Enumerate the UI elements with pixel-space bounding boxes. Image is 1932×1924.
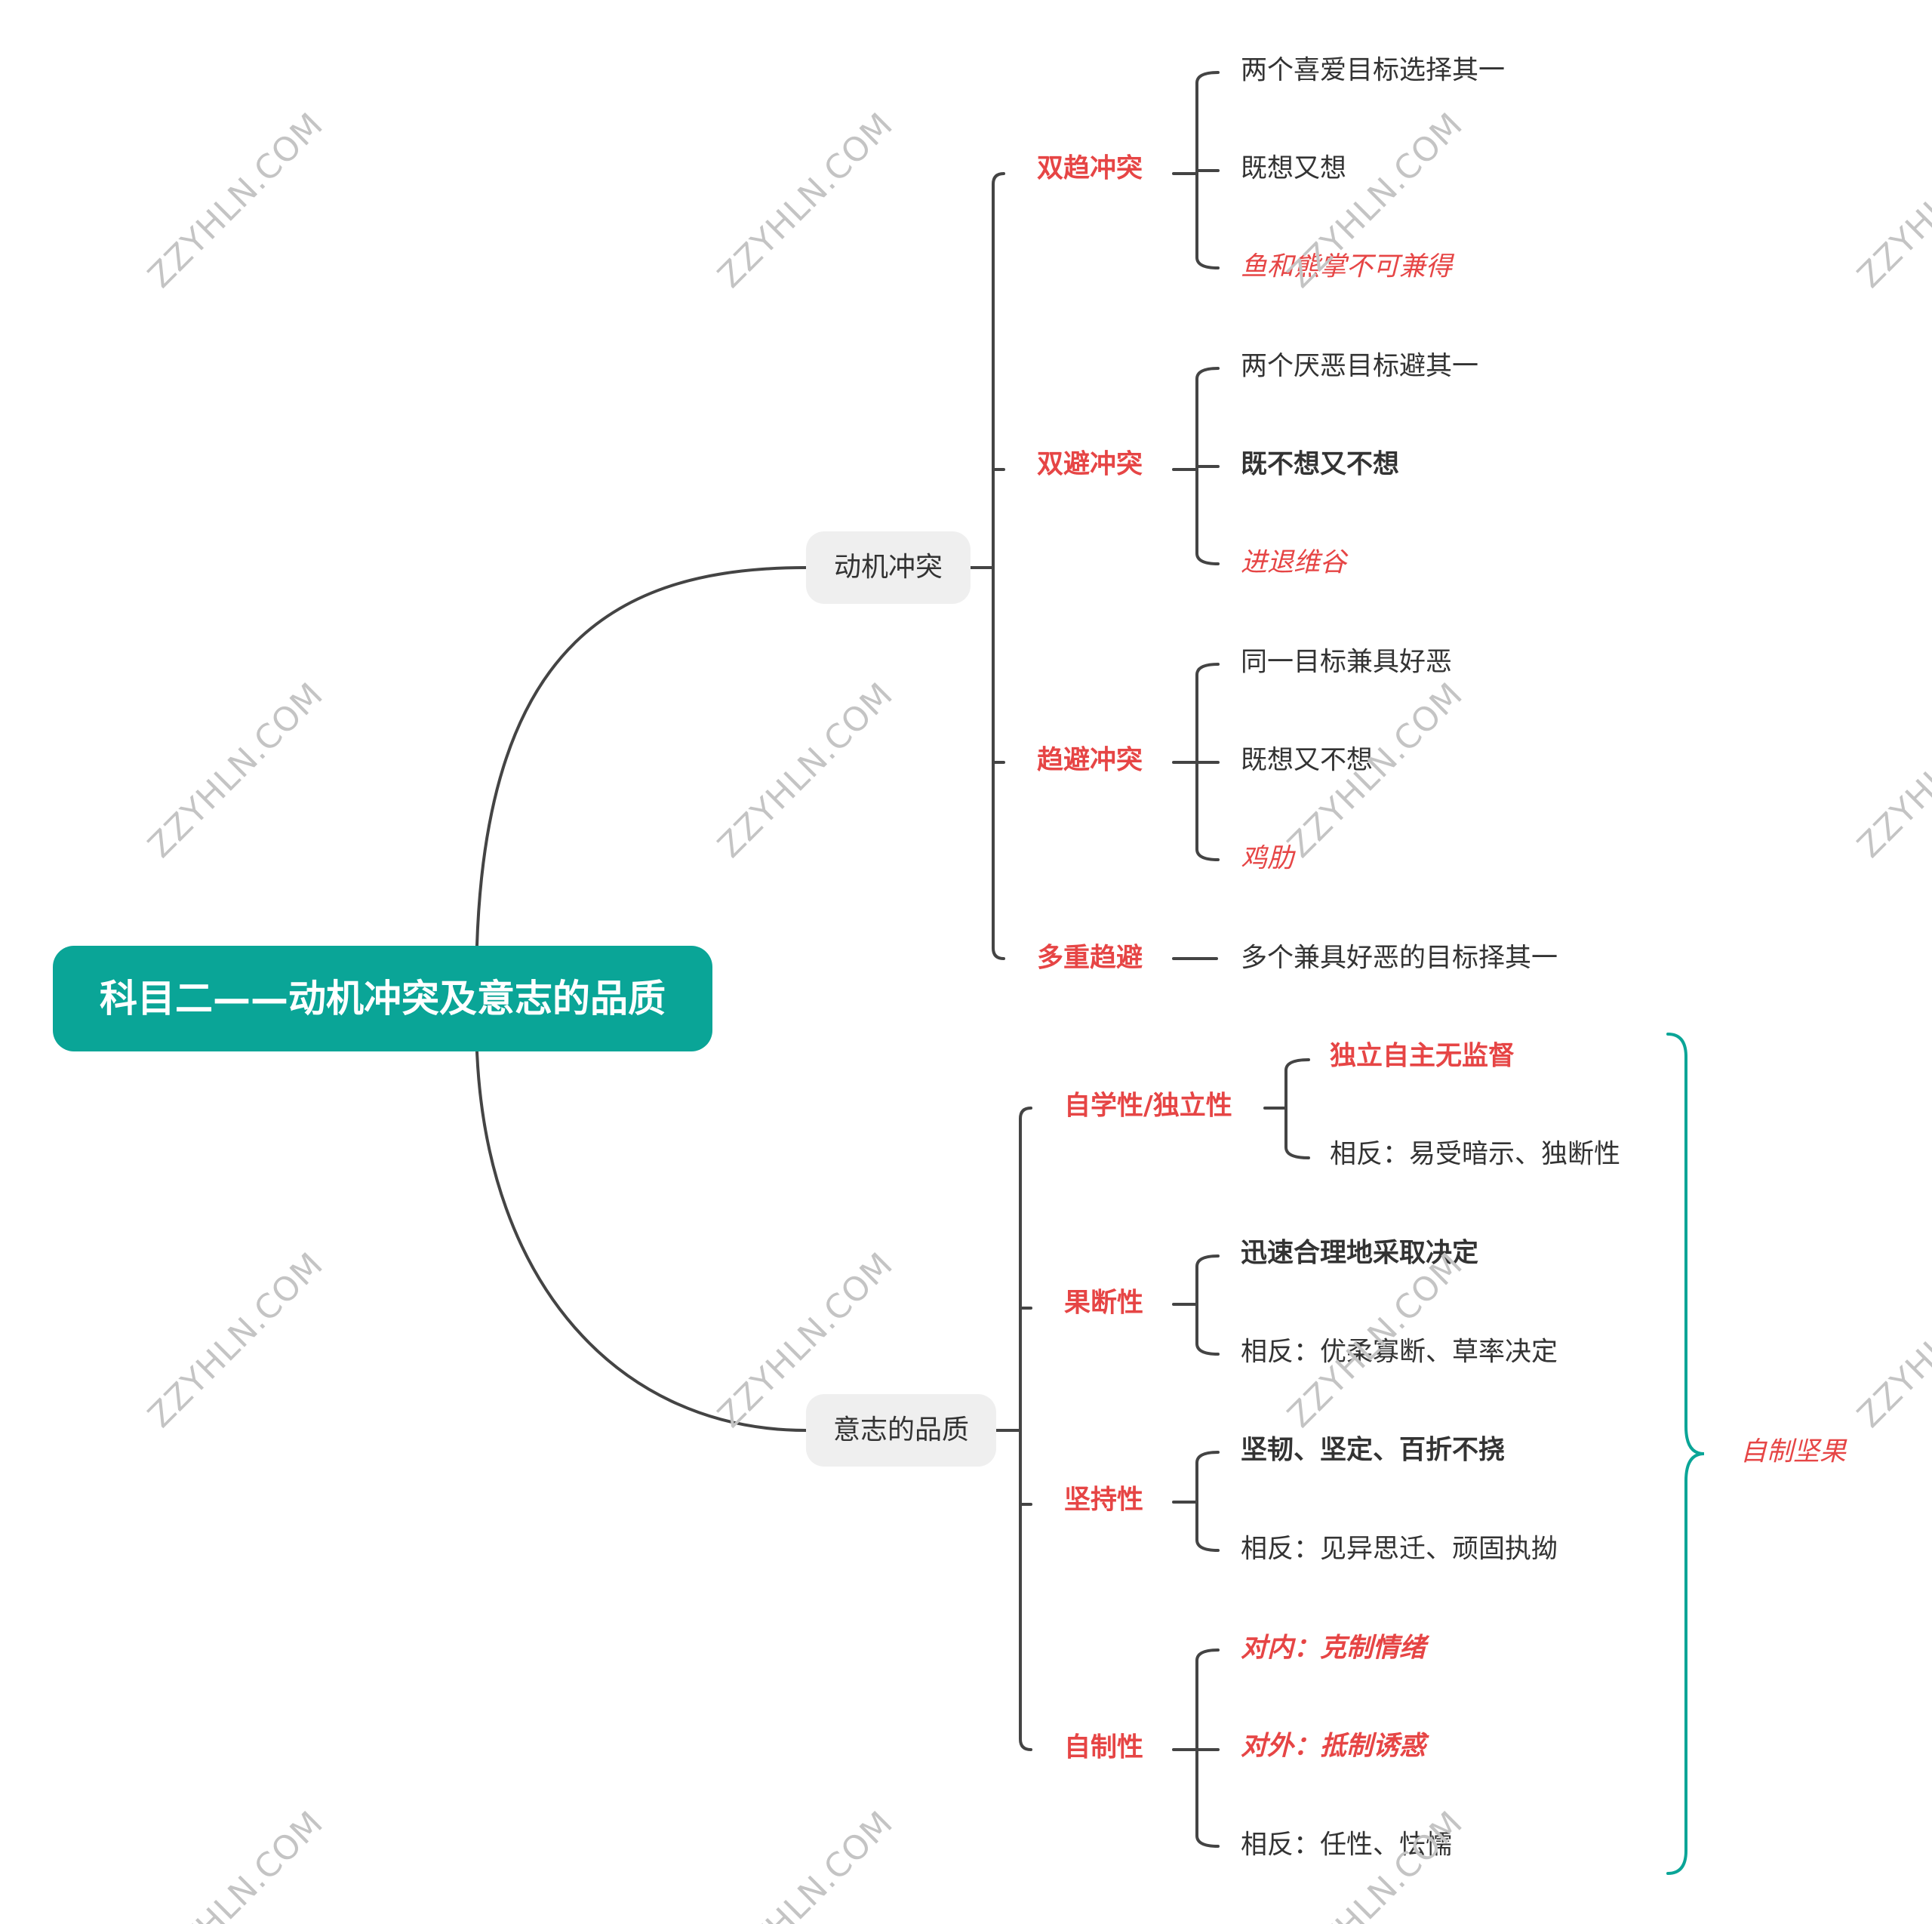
bus-will xyxy=(995,1107,1032,1751)
bracket-zizhi xyxy=(1172,1648,1220,1848)
leaf-duochong-1[interactable]: 多个兼具好恶的目标择其一 xyxy=(1241,943,1558,974)
leaf-zizhi-1[interactable]: 对内：克制情绪 xyxy=(1241,1633,1426,1664)
bracket-shuangbi xyxy=(1172,367,1220,565)
leaf-shuangbi-2[interactable]: 既不想又不想 xyxy=(1241,449,1400,480)
topic-will-quality[interactable]: 意志的品质 xyxy=(806,1394,996,1467)
summary-brace xyxy=(1666,1033,1705,1875)
topic-motivation-conflict[interactable]: 动机冲突 xyxy=(806,531,971,604)
bracket-qubi xyxy=(1172,663,1220,861)
leaf-zizhi-2[interactable]: 对外：抵制诱惑 xyxy=(1241,1731,1426,1762)
topic-duochong[interactable]: 多重趋避 xyxy=(1037,943,1143,974)
root-topic[interactable]: 科目二——动机冲突及意志的品质 xyxy=(53,946,712,1051)
leaf-qubi-2[interactable]: 既想又不想 xyxy=(1241,745,1374,776)
leaf-qubi-3[interactable]: 鸡肋 xyxy=(1241,843,1294,874)
bracket-jianchi xyxy=(1172,1451,1220,1552)
leaf-guoduan-2[interactable]: 相反：优柔寡断、草率决定 xyxy=(1241,1337,1558,1368)
bus-motivation xyxy=(969,172,1005,960)
leaf-shuangqu-2[interactable]: 既想又想 xyxy=(1241,153,1347,184)
leaf-zizhi-3[interactable]: 相反：任性、怯懦 xyxy=(1241,1830,1453,1861)
bracket-shuangqu xyxy=(1172,71,1220,269)
leaf-jianchi-1[interactable]: 坚韧、坚定、百折不挠 xyxy=(1241,1435,1506,1466)
bracket-zixue xyxy=(1263,1058,1310,1159)
link-root-will xyxy=(475,1050,808,1432)
topic-qubi[interactable]: 趋避冲突 xyxy=(1037,745,1143,776)
topic-zizhi[interactable]: 自制性 xyxy=(1064,1732,1144,1763)
leaf-shuangbi-1[interactable]: 两个厌恶目标避其一 xyxy=(1241,351,1479,382)
topic-zixue[interactable]: 自学性/独立性 xyxy=(1064,1091,1232,1122)
leaf-guoduan-1[interactable]: 迅速合理地采取决定 xyxy=(1241,1238,1479,1269)
link-root-motivation xyxy=(475,566,808,947)
bracket-guoduan xyxy=(1172,1254,1220,1356)
topic-shuangbi[interactable]: 双避冲突 xyxy=(1037,449,1143,480)
leaf-shuangqu-1[interactable]: 两个喜爱目标选择其一 xyxy=(1241,55,1506,86)
summary-label[interactable]: 自制坚果 xyxy=(1740,1436,1847,1467)
leaf-shuangqu-3[interactable]: 鱼和熊掌不可兼得 xyxy=(1241,251,1453,282)
leaf-jianchi-2[interactable]: 相反：见异思迁、顽固执拗 xyxy=(1241,1534,1558,1565)
leaf-zixue-2[interactable]: 相反：易受暗示、独断性 xyxy=(1330,1139,1621,1170)
leaf-qubi-1[interactable]: 同一目标兼具好恶 xyxy=(1241,647,1453,678)
topic-shuangqu[interactable]: 双趋冲突 xyxy=(1037,153,1143,184)
leaf-shuangbi-3[interactable]: 进退维谷 xyxy=(1241,547,1347,578)
topic-jianchi[interactable]: 坚持性 xyxy=(1064,1485,1144,1516)
leaf-zixue-1[interactable]: 独立自主无监督 xyxy=(1330,1041,1515,1072)
topic-guoduan[interactable]: 果断性 xyxy=(1064,1288,1144,1319)
